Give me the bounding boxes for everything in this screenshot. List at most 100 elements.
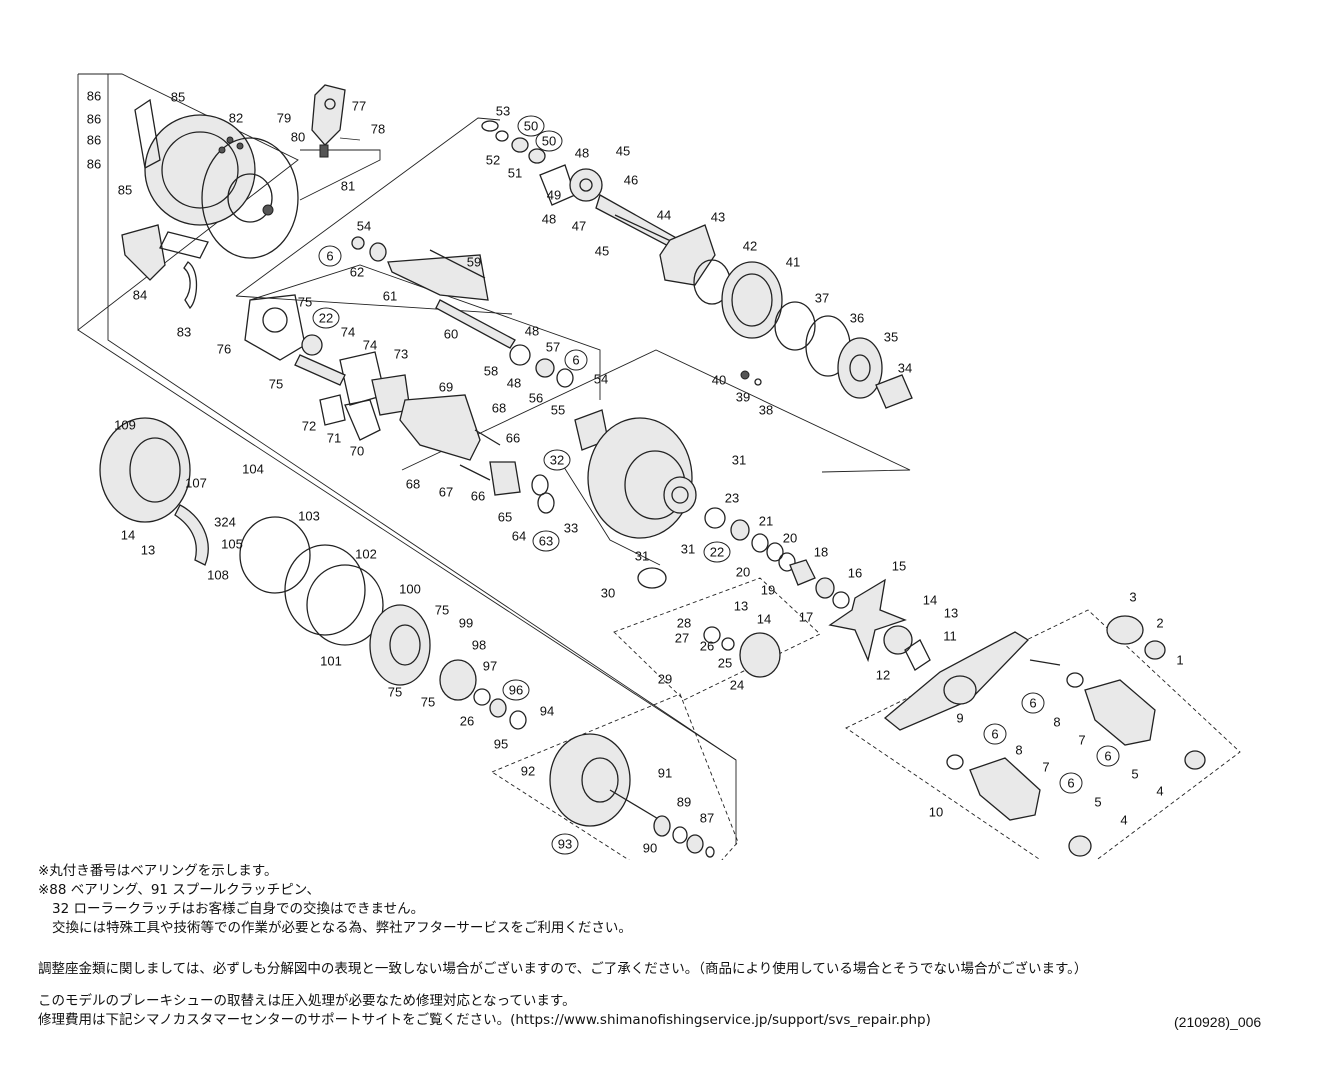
click-lever <box>311 84 361 158</box>
note-non-replaceable-parts: ※88 ベアリング、91 スプールクラッチピン、 <box>38 882 320 898</box>
part-number-label: 20 <box>783 531 797 546</box>
part-number-label: 33 <box>564 521 578 536</box>
part-number-label: 37 <box>815 291 829 306</box>
bearing-circle <box>1059 772 1083 794</box>
part-number-label: 53 <box>496 104 510 119</box>
part-number-label: 57 <box>546 340 560 355</box>
part-number-label: 42 <box>743 239 757 254</box>
frame-side-left <box>121 98 299 310</box>
part-number-label: 75 <box>298 295 312 310</box>
part-number-label: 76 <box>217 342 231 357</box>
part-number-label: 34 <box>898 361 912 376</box>
part-number-label: 13 <box>944 606 958 621</box>
part-number-label: 83 <box>177 325 191 340</box>
part-number-label: 85 <box>118 183 132 198</box>
clutch-assembly <box>399 344 609 514</box>
part-number-label: 54 <box>594 372 608 387</box>
part-number-label: 86 <box>87 157 101 172</box>
part-number-label: 86 <box>87 133 101 148</box>
drag-star-assembly <box>637 507 931 671</box>
bearing-circle <box>543 449 571 471</box>
part-number-label: 64 <box>512 529 526 544</box>
part-number-label: 36 <box>850 311 864 326</box>
part-number-label: 100 <box>399 582 421 597</box>
part-number-label: 18 <box>814 545 828 560</box>
part-number-label: 61 <box>383 289 397 304</box>
part-number-label: 72 <box>302 419 316 434</box>
bearing-circle <box>551 833 579 855</box>
part-number-label: 75 <box>421 695 435 710</box>
part-number-label: 48 <box>575 146 589 161</box>
part-number-label: 77 <box>352 99 366 114</box>
part-number-label: 23 <box>725 491 739 506</box>
part-number-label: 14 <box>121 528 135 543</box>
part-number-label: 78 <box>371 122 385 137</box>
part-number-label: 39 <box>736 390 750 405</box>
part-number-label: 89 <box>677 795 691 810</box>
part-number-label: 17 <box>799 610 813 625</box>
part-number-label: 22 <box>710 545 724 560</box>
part-number-label: 6 <box>1067 776 1074 791</box>
part-number-label: 50 <box>542 134 556 149</box>
part-number-label: 62 <box>350 265 364 280</box>
part-number-label: 3 <box>1129 590 1136 605</box>
part-number-label: 66 <box>506 431 520 446</box>
part-number-label: 73 <box>394 347 408 362</box>
note-repair-cost-link[interactable]: 修理費用は下記シマノカスタマーセンターのサポートサイトをご覧ください。(http… <box>38 1012 931 1028</box>
part-number-label: 38 <box>759 403 773 418</box>
part-number-label: 48 <box>542 212 556 227</box>
part-number-label: 29 <box>658 672 672 687</box>
bearing-circle <box>502 679 530 701</box>
part-number-label: 79 <box>277 111 291 126</box>
part-number-label: 7 <box>1042 760 1049 775</box>
part-number-label: 9 <box>956 711 963 726</box>
assembly-frames <box>77 73 1241 860</box>
part-number-label: 81 <box>341 179 355 194</box>
part-number-label: 22 <box>319 311 333 326</box>
bearing-circle <box>318 245 342 267</box>
part-number-label: 48 <box>525 324 539 339</box>
bearing-circle <box>532 530 560 552</box>
part-number-label: 107 <box>185 476 207 491</box>
part-number-label: 55 <box>551 403 565 418</box>
part-number-label: 82 <box>229 111 243 126</box>
part-number-label: 11 <box>943 629 957 644</box>
bearing-circle <box>517 115 545 137</box>
part-number-label: 96 <box>509 683 523 698</box>
part-number-label: 67 <box>439 485 453 500</box>
handle-assembly <box>883 615 1206 857</box>
part-number-label: 101 <box>320 654 342 669</box>
part-number-label: 99 <box>459 616 473 631</box>
document-id: (210928)_006 <box>1174 1014 1262 1030</box>
part-number-label: 28 <box>677 616 691 631</box>
part-number-label: 75 <box>269 377 283 392</box>
part-number-label: 54 <box>357 219 371 234</box>
brake-shoe-notes: このモデルのブレーキシューの取替えは圧入処理が必要なため修理対応となっています。… <box>38 992 931 1030</box>
part-number-label: 6 <box>326 249 333 264</box>
part-number-label: 60 <box>444 327 458 342</box>
part-number-label: 92 <box>521 764 535 779</box>
exploded-parts-diagram: 8686868685858279807778818483535251505048… <box>77 73 1241 860</box>
part-number-label: 15 <box>892 559 906 574</box>
part-number-label: 75 <box>388 685 402 700</box>
part-number-label: 87 <box>700 811 714 826</box>
part-number-label: 69 <box>439 380 453 395</box>
part-number-label: 41 <box>786 255 800 270</box>
note-washers: 調整座金類に関しましては、必ずしも分解図中の表現と一致しない場合がございますので… <box>38 961 1088 977</box>
part-number-label: 109 <box>114 418 136 433</box>
part-number-label: 4 <box>1120 813 1127 828</box>
part-number-label: 56 <box>529 391 543 406</box>
part-number-label: 86 <box>87 112 101 127</box>
part-number-label: 105 <box>221 537 243 552</box>
part-number-label: 26 <box>700 639 714 654</box>
part-number-label: 51 <box>508 166 522 181</box>
part-number-label: 6 <box>1029 696 1036 711</box>
note-roller-clutch: 32 ローラークラッチはお客様ご自身での交換はできません。 <box>52 901 425 917</box>
part-number-label: 95 <box>494 737 508 752</box>
part-number-label: 68 <box>406 477 420 492</box>
bearing-circle <box>1021 692 1045 714</box>
part-number-label: 52 <box>486 153 500 168</box>
part-number-label: 86 <box>87 89 101 104</box>
part-number-label: 45 <box>595 244 609 259</box>
part-number-label: 31 <box>732 453 746 468</box>
